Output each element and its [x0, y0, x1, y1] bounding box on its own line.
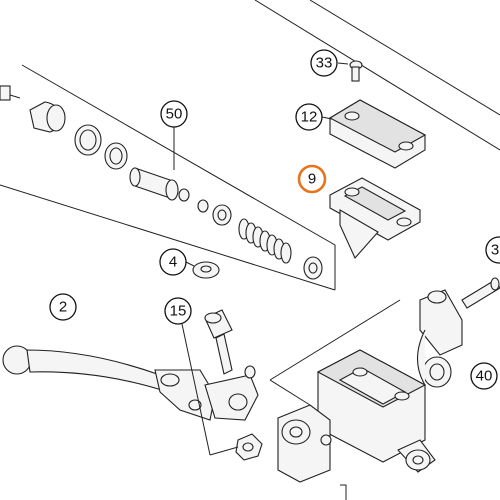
callout-label: 15	[170, 303, 187, 320]
callout-bubble	[485, 236, 500, 264]
callout-4: 4	[159, 248, 187, 276]
callout-label: 4	[169, 254, 177, 271]
callout-2: 2	[49, 293, 77, 321]
piston-assembly	[0, 85, 323, 280]
callout-3x: 3	[485, 236, 500, 264]
callout-bubble	[310, 49, 338, 77]
screw-33-part	[349, 60, 363, 82]
washer-part	[197, 199, 209, 213]
spring-part	[238, 218, 292, 264]
master-cylinder-part	[277, 289, 463, 500]
callout-label: 2	[59, 299, 67, 316]
callout-label: 3	[491, 242, 499, 259]
callout-bubble-highlighted	[297, 164, 327, 194]
callout-bubble	[49, 293, 77, 321]
callout-bubble	[470, 362, 498, 390]
leader-lines	[173, 62, 349, 456]
callout-12: 12	[295, 103, 323, 131]
callout-33: 33	[310, 49, 338, 77]
callout-label: 12	[301, 109, 318, 126]
exploded-view-box	[0, 64, 401, 406]
dust-boot-end	[46, 104, 66, 132]
callout-bubble	[159, 248, 187, 276]
callout-9: 9	[297, 164, 327, 194]
callout-15: 15	[164, 297, 192, 325]
clamp-bolt-part	[461, 277, 500, 309]
washer-4-part	[192, 261, 220, 279]
callout-label: 40	[476, 368, 493, 385]
reservoir-cover-part	[328, 99, 427, 169]
pivot-bolt-part	[204, 309, 263, 461]
rod-end-part	[0, 85, 11, 101]
diaphragm-part	[329, 177, 421, 259]
callout-label: 9	[308, 171, 316, 188]
callout-bubble	[295, 103, 323, 131]
callout-bubble	[160, 100, 188, 128]
callout-50: 50	[160, 100, 188, 128]
frame-lines	[254, 0, 500, 151]
callout-40: 40	[470, 362, 498, 390]
callout-label: 50	[166, 106, 183, 123]
piston-part	[134, 167, 171, 199]
callout-label: 33	[316, 55, 333, 72]
callout-bubble	[164, 297, 192, 325]
brake-lever-part	[2, 345, 259, 421]
